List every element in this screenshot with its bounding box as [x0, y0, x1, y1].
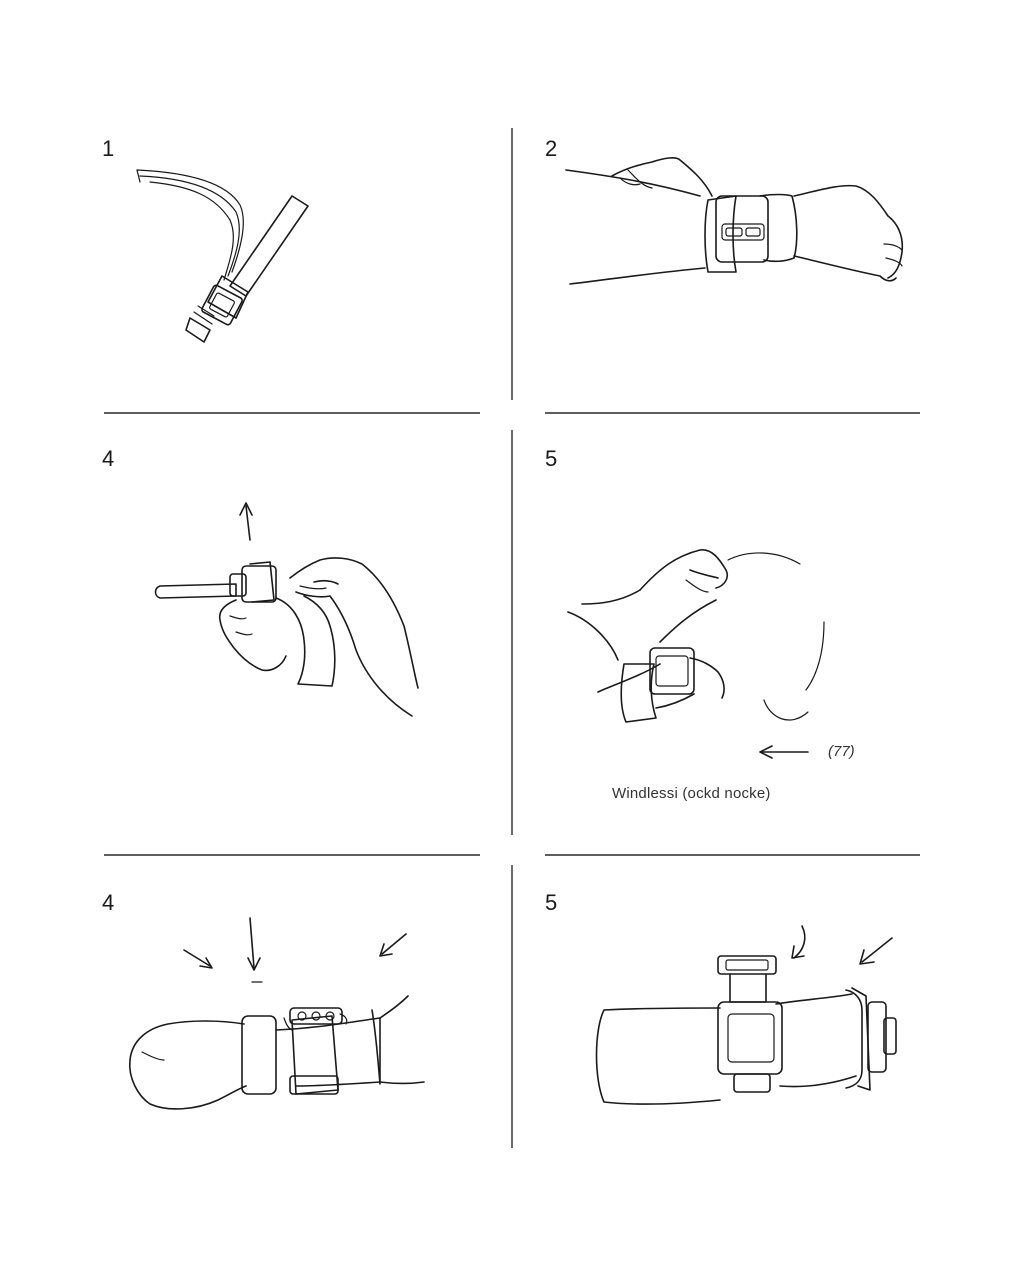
tighten-strap-icon: [154, 502, 419, 717]
step-number-1: 1: [102, 136, 115, 161]
step-number-4: 5: [545, 446, 558, 471]
step-number-5: 4: [102, 890, 115, 915]
step-number-2: 2: [545, 136, 558, 161]
strap-on-arm-icon: [565, 157, 904, 285]
panel-note: (77): [828, 743, 855, 760]
step-number-3: 4: [102, 446, 115, 471]
windlass-locked-icon: [595, 925, 897, 1105]
grid-dividers: [104, 128, 920, 1148]
panel-caption: Windlessi (ockd nocke): [612, 785, 771, 802]
left-arrow-icon: [759, 745, 809, 759]
tourniquet-strap-icon: [136, 169, 309, 343]
windlass-twist-icon: [567, 549, 825, 723]
secured-arm-icon: [128, 917, 425, 1110]
step-number-6: 5: [545, 890, 558, 915]
